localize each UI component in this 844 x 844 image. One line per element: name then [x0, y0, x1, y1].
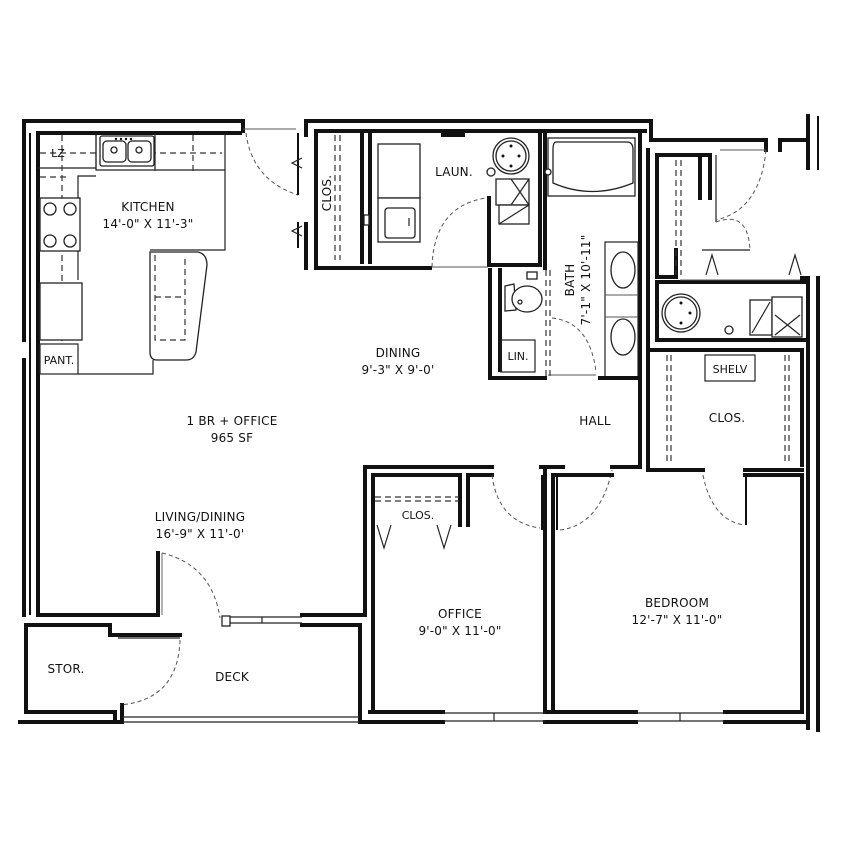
bath-dims: 7'-1" X 10'-11"	[579, 235, 593, 326]
dining-name: DINING	[376, 346, 421, 360]
bedroom-closet	[646, 348, 804, 467]
kitchen-island	[149, 251, 208, 361]
laundry-closet	[290, 119, 542, 270]
office-dims: 9'-0" X 11'-0"	[418, 624, 501, 638]
bedroom-closet-label: CLOS.	[709, 411, 746, 425]
dining-dims: 9'-3" X 9'-0'	[361, 363, 434, 377]
sink-icon	[610, 251, 636, 289]
kitchen	[38, 128, 299, 375]
office-closet-label: CLOS.	[402, 509, 435, 522]
kitchen-dims: 14'-0" X 11'-3"	[103, 217, 194, 231]
room-labels: LZ KITCHEN 14'-0" X 11'-3" PANT. CLOS. L…	[44, 147, 748, 684]
pantry-label: PANT.	[44, 354, 75, 367]
plan-area: 965 SF	[211, 431, 253, 445]
lazy-susan-label: LZ	[51, 147, 65, 160]
bedroom-dims: 12'-7" X 11'-0"	[632, 613, 723, 627]
exterior-walls	[22, 114, 820, 732]
living-dims: 16'-9" X 11'-0'	[156, 527, 245, 541]
interior-walls	[363, 378, 804, 714]
shelf-label: SHELV	[713, 363, 748, 376]
laundry-label: LAUN.	[435, 165, 473, 179]
refrigerator-icon	[39, 282, 83, 341]
bedroom-name: BEDROOM	[645, 596, 709, 610]
office-name: OFFICE	[438, 607, 482, 621]
floor-drain-icon	[486, 167, 496, 177]
deck-label: DECK	[215, 670, 250, 684]
kitchen-name: KITCHEN	[121, 200, 174, 214]
deck-storage	[18, 551, 810, 730]
mechanical-area	[646, 148, 810, 352]
bath	[488, 129, 642, 382]
linen-label: LIN.	[507, 350, 528, 363]
door-swing	[245, 132, 299, 196]
sink-icon	[610, 318, 636, 356]
living-name: LIVING/DINING	[155, 510, 245, 524]
bath-name: BATH	[563, 264, 577, 297]
storage-label: STOR.	[47, 662, 84, 676]
plan-title: 1 BR + OFFICE	[186, 414, 277, 428]
entry-closet-label: CLOS.	[320, 175, 334, 212]
hall-label: HALL	[579, 414, 611, 428]
